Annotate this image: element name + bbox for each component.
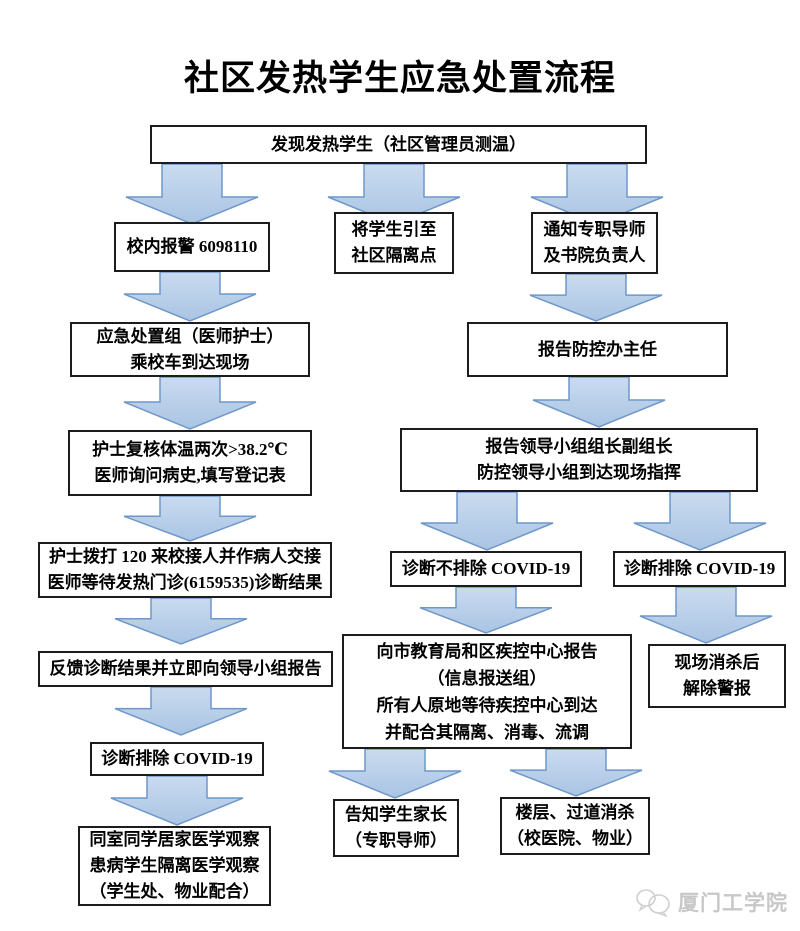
node-text: 诊断排除 COVID-19 [623,559,776,578]
node-text: 医师询问病史,填写登记表 [94,466,286,485]
node-inform-parents: 告知学生家长 （专职导师） [333,799,459,857]
node-text: 现场消杀后 [674,653,760,672]
flow-arrow [125,163,259,225]
node-disinfect-clear-alarm: 现场消杀后 解除警报 [648,644,786,708]
node-text: 同室同学居家医学观察 [89,830,260,849]
flow-arrow [639,586,773,644]
node-text: 发现发热学生（社区管理员测温） [271,134,526,154]
node-campus-alarm: 校内报警 6098110 [114,222,270,272]
node-detect-fever-student: 发现发热学生（社区管理员测温） [150,125,647,164]
node-text: 楼层、过道消杀 [515,803,635,822]
flow-arrow [420,491,554,551]
node-text: 应急处置组（医师护士） [96,326,284,346]
node-text: 告知学生家长 [345,805,447,824]
flow-arrow [114,686,248,736]
flow-arrow [123,271,257,322]
node-text: 向市教育局和区疾控中心报告 [376,641,598,661]
watermark: 厦门工学院 [633,887,788,917]
node-text: 医师等待发热门诊(6159535)诊断结果 [47,573,323,592]
page-title: 社区发热学生应急处置流程 [183,59,616,98]
node-text: 防控领导小组到达现场指挥 [477,463,681,482]
node-text: 诊断排除 COVID-19 [101,749,253,768]
flow-arrow [633,491,767,551]
flow-arrow [114,597,248,645]
node-notify-tutor: 通知专职导师 及书院负责人 [531,212,658,274]
node-report-leading-group: 报告领导小组组长副组长 防控领导小组到达现场指挥 [400,428,758,492]
node-text: 及书院负责人 [543,246,646,265]
node-text: 报告领导小组组长副组长 [485,437,673,456]
node-text: 患病学生隔离医学观察 [89,856,260,875]
node-feedback-diagnosis: 反馈诊断结果并立即向领导小组报告 [38,651,333,687]
flow-arrow [110,775,244,826]
node-text: 反馈诊断结果并立即向领导小组报告 [49,659,322,678]
node-text: （学生处、物业配合） [89,882,260,901]
flow-arrow [123,376,257,430]
node-report-cdc: 向市教育局和区疾控中心报告 （信息报送组） 所有人原地等待疾控中心到达 并配合其… [342,634,632,749]
node-text: 并配合其隔离、消毒、流调 [385,722,589,742]
node-text: （信息报送组） [427,668,547,688]
node-text: 社区隔离点 [351,246,437,265]
node-medical-observation: 同室同学居家医学观察 患病学生隔离医学观察 （学生处、物业配合） [78,826,271,906]
node-guide-to-isolation-point: 将学生引至 社区隔离点 [334,212,454,274]
node-diagnosis-excluded-covid19-right: 诊断排除 COVID-19 [613,551,786,587]
flow-arrow [123,495,257,542]
node-text: 护士拨打 120 来校接人并作病人交接 [49,547,321,566]
node-report-prevention-director: 报告防控办主任 [467,322,728,377]
flow-arrow [532,376,666,428]
node-diagnosis-excluded-covid19-left: 诊断排除 COVID-19 [90,742,264,776]
node-text: 乘校车到达现场 [130,352,250,372]
node-text: 校内报警 6098110 [126,237,258,256]
node-text: 所有人原地等待疾控中心到达 [376,695,598,715]
node-text: 解除警报 [683,679,751,698]
flow-arrow [529,273,663,322]
node-text: 诊断不排除 COVID-19 [401,559,571,578]
node-text: （校医院、物业） [507,829,643,848]
speech-bubbles-icon [636,889,670,917]
node-text: （专职导师） [345,831,447,850]
node-call-120: 护士拨打 120 来校接人并作病人交接 医师等待发热门诊(6159535)诊断结… [38,542,332,598]
node-text: 护士复核体温两次>38.2℃ [92,440,288,459]
flow-arrow [419,586,553,634]
node-emergency-team: 应急处置组（医师护士） 乘校车到达现场 [70,322,310,377]
node-nurse-recheck-temperature: 护士复核体温两次>38.2℃ 医师询问病史,填写登记表 [68,430,312,496]
node-text: 报告防控办主任 [538,339,657,359]
node-corridor-disinfection: 楼层、过道消杀 （校医院、物业） [500,797,650,855]
node-text: 将学生引至 [351,220,437,239]
watermark-label: 厦门工学院 [678,891,788,915]
node-diagnosis-not-excluded-covid19: 诊断不排除 COVID-19 [390,551,582,587]
flow-arrow [328,748,462,799]
node-text: 通知专职导师 [543,220,646,239]
flow-arrow [509,748,643,797]
